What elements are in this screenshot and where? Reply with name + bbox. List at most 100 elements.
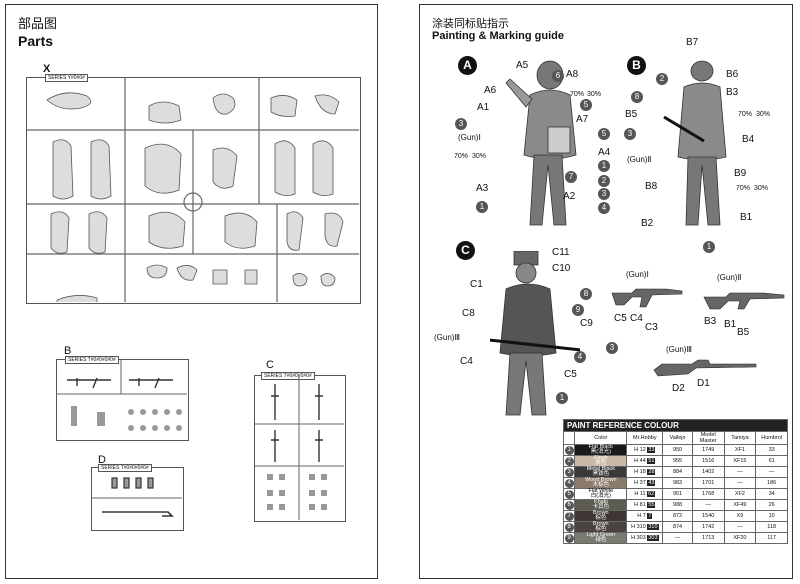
paint-row-mrhobby-code-alt: 43 [647,480,656,486]
paint-row-mrhobby-prefix: H [634,469,639,475]
paint-row-modelmaster: 1402 [691,466,725,478]
figure-b-soldier [663,60,727,226]
paint-ref-17: 3 [606,342,618,354]
label-a8: A8 [566,69,579,80]
figure-c-badge: C [456,241,475,260]
sprue-x-letter: X [43,63,51,75]
sprue-d-drawing [92,477,182,517]
paint-row-humbrol: 34 [755,488,788,500]
paint-row-humbrol: 10 [755,510,788,522]
paint-ref-2: 3 [455,118,467,130]
paint-row-number: 4 [562,477,576,489]
figure-a-mix-b: 30% [587,91,602,98]
paint-ref-16: 9 [572,304,584,316]
paint-ref-12: 8 [631,91,643,103]
paint-row-color-cn: 木棕色 [592,482,610,488]
sprue-x-frame: SERIES Y#0#0# [26,74,361,304]
label-b4: B4 [742,134,755,145]
sprue-b-letter: B [64,345,72,357]
gun2-title: (Gun)Ⅱ [717,273,742,282]
label-a6: A6 [484,85,497,96]
figure-a-badge: A [458,56,477,75]
label-c5: C5 [564,369,577,380]
paint-row-tamiya: XF20 [723,532,757,544]
paint-table-header-modelmaster: Model Master [691,431,725,445]
paint-row-vallejo: 884 [662,466,693,478]
paint-ref-1: 6 [552,70,564,82]
paint-row-mrhobby-code-alt: 62 [647,491,656,497]
figure-c-gun-label: (Gun)Ⅲ [434,333,460,342]
figure-b-badge: B [627,56,646,75]
paint-row-mrhobby: H 37 43 [626,477,664,489]
paint-ref-11: 2 [656,73,668,85]
paint-ref-8: 3 [598,188,610,200]
sprue-d-tag: SERIES T#0#0#0#0# [98,464,152,472]
paint-row-mrhobby-code: 7 [642,513,646,519]
paint-table-header-mrhobby: Mr.Hobby [626,431,664,445]
gun2-part-b3: B3 [704,316,717,327]
paint-ref-10: 1 [476,201,488,213]
figure-a-soldier [505,60,577,226]
paint-row-modelmaster: 1516 [691,455,725,467]
label-a7: A7 [576,114,589,125]
paint-row-mrhobby-code-alt: 28 [647,469,656,475]
paint-row-mrhobby: H 7 7 [626,510,664,522]
paint-row-mrhobby-code: 37 [639,480,646,486]
paint-ref-9: 4 [598,202,610,214]
paint-row-color-cn: 黑(消光) [590,449,611,455]
paint-row-number: 8 [562,521,576,533]
paint-row-tamiya: XF1 [723,444,757,456]
paint-row-modelmaster: 1749 [691,444,725,456]
paint-table-num-header [562,431,576,445]
parts-title-cn: 部品图 [18,16,58,31]
paint-row-color-name: Brown [593,510,609,516]
paint-row-mrhobby: H 81 55 [626,499,664,511]
gun1-part-c5: C5 [614,313,627,324]
paint-table-header-humbrol: Humbrol [755,431,788,445]
figure-b-gun-label: (Gun)Ⅱ [627,155,652,164]
paint-row-number: 6 [562,499,576,511]
sprue-d-letter: D [98,454,106,466]
label-c4: C4 [460,356,473,367]
paint-row-number: 2 [562,455,576,467]
sprue-d-frame: SERIES T#0#0#0#0# [91,464,184,531]
paint-ref-13: 3 [624,128,636,140]
paint-row-mrhobby: H 44 51 [626,455,664,467]
figure-a-gun-label: (Gun)Ⅰ [458,133,481,142]
figure-b-mix-a: 70% [738,111,753,118]
parts-title-en: Parts [18,33,54,49]
paint-table-header-tamiya: Tamiya [723,431,757,445]
paint-ref-3: 5 [598,128,610,140]
paint-ref-18: 4 [574,351,586,363]
paint-reference-table: PAINT REFERENCE COLOUR Color Mr.Hobby Va… [562,419,788,544]
label-c11: C11 [552,247,570,258]
figure-a-mix-a: 70% [570,91,585,98]
paint-row-modelmaster: 1768 [691,488,725,500]
paint-ref-15: 8 [580,288,592,300]
paint-row-mrhobby-prefix: H [637,513,642,519]
paint-row-humbrol: 186 [755,477,788,489]
paint-row-mrhobby-prefix: H [631,535,636,541]
figure-a-mix-b-left: 30% [472,153,487,160]
paint-row-number: 7 [562,510,576,522]
paint-ref-19: 1 [556,392,568,404]
paint-row-mrhobby: H 303 303 [626,532,664,544]
label-a5: A5 [516,60,529,71]
guide-title-cn: 涂装同标贴指示 [432,18,509,30]
paint-row-tamiya: XF15 [723,455,757,467]
paint-row-vallejo: 983 [662,477,693,489]
gun2-drawing [703,292,785,310]
sprue-c-tag: SERIES T#0#0#0#0# [261,372,315,380]
label-b5: B5 [625,109,638,120]
paint-row-color-cn: 黑铁色 [592,471,610,477]
paint-row-mrhobby-code: 310 [636,524,646,530]
gun3-drawing [653,359,757,377]
